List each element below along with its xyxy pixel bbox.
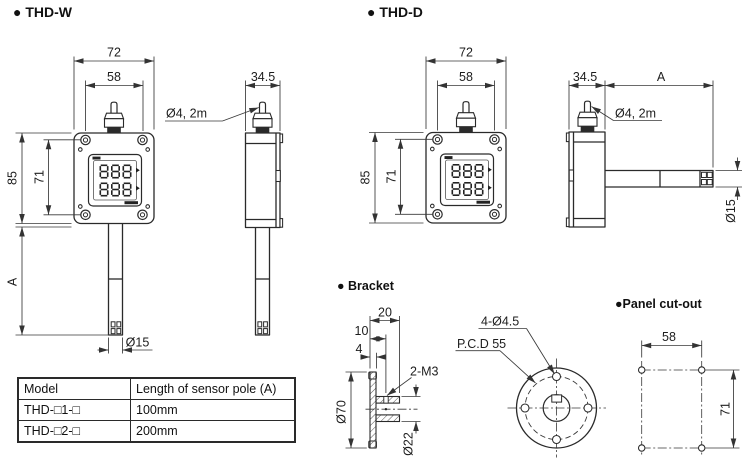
dim-thd-d-height-outer: 85 [359, 171, 373, 185]
dim-panel-cutout-height: 71 [719, 402, 733, 416]
table-cell-length: 200mm [130, 420, 296, 443]
section-title-thd-w: ● THD-W [13, 4, 72, 20]
section-title-panel-cutout: ●Panel cut-out [615, 297, 702, 311]
label-bracket-set-screw: 2-M3 [410, 365, 439, 379]
label-bracket-pcd: P.C.D 55 [457, 337, 506, 351]
thd-d-front-view [426, 102, 506, 223]
dim-thd-d-height-mount: 71 [385, 170, 399, 184]
dim-thd-w-height-mount: 71 [33, 170, 47, 184]
dim-thd-d-width-outer: 72 [459, 46, 473, 60]
thd-d-front-dimensions: 72 58 85 71 [359, 46, 507, 224]
label-thd-w-cable: Ø4, 2m [166, 107, 207, 121]
dim-thd-w-height-outer: 85 [6, 171, 20, 185]
thd-w-side-view [244, 101, 284, 336]
thd-w-front-view [74, 102, 154, 336]
thd-d-side-dimensions: 34.5 A Ø4, 2m Ø15 [568, 70, 742, 223]
label-thd-d-cable: Ø4, 2m [615, 107, 656, 121]
thd-d-side-view [565, 100, 714, 228]
table-row: THD-□1-□ 100mm [17, 399, 296, 421]
table-cell-model: THD-□1-□ [17, 399, 131, 421]
bracket-front-view: 4-Ø4.5 P.C.D 55 [455, 315, 606, 458]
table-row: THD-□2-□ 200mm [17, 420, 296, 443]
label-bracket-mount-holes: 4-Ø4.5 [481, 315, 519, 329]
table-header-length: Length of sensor pole (A) [130, 377, 296, 400]
dim-thd-w-depth: 34.5 [251, 70, 275, 84]
bracket-side-view [365, 371, 418, 449]
dim-bracket-flange-thickness: 4 [356, 342, 363, 356]
table-header-row: Model Length of sensor pole (A) [17, 377, 296, 400]
bracket-side-dimensions: 20 10 4 2-M3 Ø70 Ø22 [335, 306, 439, 456]
dim-bracket-hub-dia: Ø22 [402, 432, 416, 456]
dim-panel-cutout-width: 58 [662, 330, 676, 344]
dim-thd-w-width-outer: 72 [107, 46, 121, 60]
dim-bracket-hub-length: 20 [378, 306, 392, 320]
dim-thd-d-width-mount: 58 [459, 70, 473, 84]
section-title-bracket: ● Bracket [337, 279, 394, 293]
table-cell-length: 100mm [130, 399, 296, 421]
section-title-thd-d: ● THD-D [367, 4, 423, 20]
dim-thd-w-pole-length: A [6, 277, 20, 286]
dim-thd-d-probe-dia: Ø15 [724, 199, 738, 223]
dim-thd-d-probe-length: A [657, 70, 666, 84]
sensor-pole-length-table: Model Length of sensor pole (A) THD-□1-□… [17, 377, 296, 443]
table-header-model: Model [17, 377, 131, 400]
dim-bracket-flange-dia: Ø70 [335, 400, 349, 424]
dim-thd-w-width-mount: 58 [107, 70, 121, 84]
table-cell-model: THD-□2-□ [17, 420, 131, 443]
thd-w-front-dimensions: 72 58 85 71 A Ø15 [6, 46, 155, 354]
thd-w-side-dimensions: 34.5 Ø4, 2m [165, 70, 281, 131]
panel-cutout-view: 58 71 [637, 330, 740, 457]
dim-bracket-set-screw-offset: 10 [355, 324, 369, 338]
dim-thd-d-depth: 34.5 [573, 70, 597, 84]
dim-thd-w-pole-dia: Ø15 [126, 336, 150, 350]
